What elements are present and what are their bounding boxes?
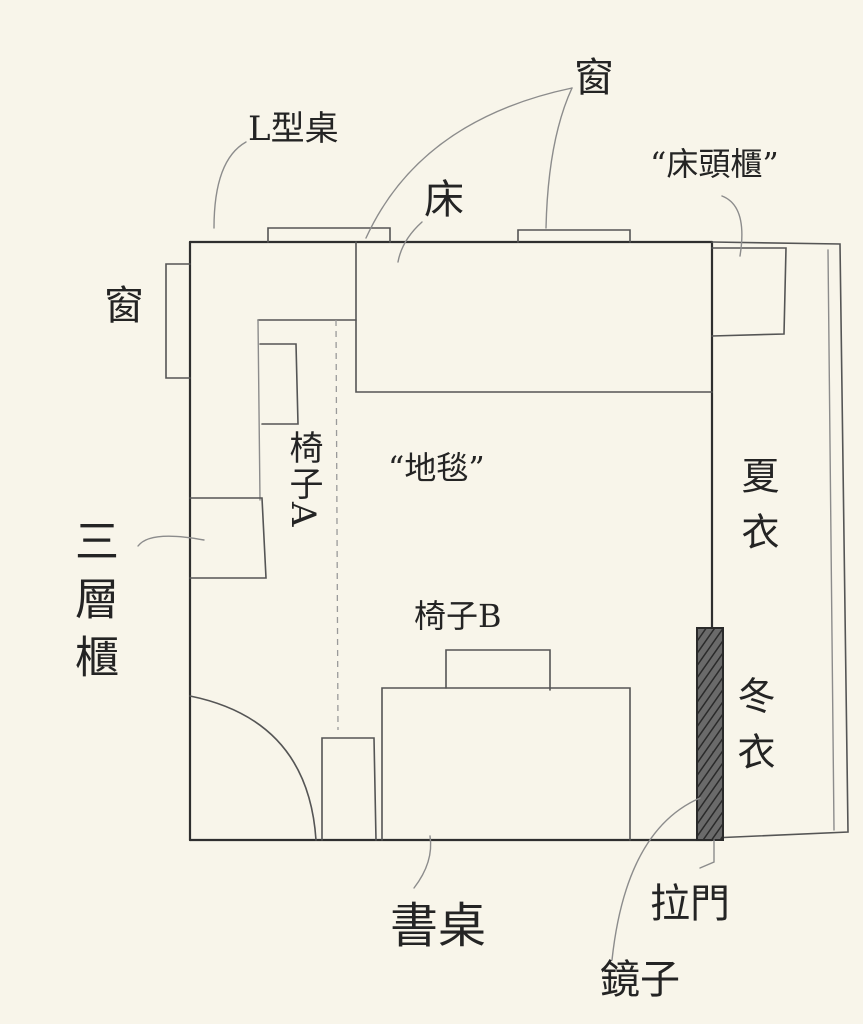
mirror-panel [696,627,724,841]
label-l-desk: L型桌 [248,109,339,149]
bed-outline [355,241,713,393]
label-summer-clothes: 夏衣 [735,456,779,568]
label-nightstand: “床頭櫃” [650,145,779,183]
label-sliding-door: 拉門 [650,881,730,927]
label-three-tier-cabinet: 三層櫃 [67,518,118,692]
label-chair-b: 椅子B [414,597,502,635]
leader-sliding-door [699,839,715,869]
l-desk-left-edge [257,319,261,501]
window-top-left [267,227,391,243]
leader-mirror [611,797,701,961]
leader-window-2 [545,87,573,229]
wardrobe-inner-line [827,249,835,831]
leader-bed [397,221,423,263]
nightstand-outline [711,247,787,337]
wardrobe-outline [711,241,849,839]
chair-a-outline [259,343,299,425]
label-window-top: 窗 [574,55,614,101]
window-left [165,263,191,379]
label-bed: 床 [424,177,464,223]
leader-window-1 [365,87,573,239]
leader-nightstand [721,195,743,257]
room-walls [188,240,714,842]
label-rug: “地毯” [388,449,485,487]
desk-outline [381,687,631,841]
label-window-left: 窗 [104,283,144,329]
leader-l-desk [213,141,247,229]
leader-desk [413,835,432,889]
leader-cabinet [137,535,205,547]
three-tier-cabinet-outline [189,497,267,579]
label-desk: 書桌 [390,898,487,954]
chair-b-outline [445,649,551,691]
small-cabinet-outline [321,737,377,841]
label-chair-a: 椅子A [283,430,323,529]
label-winter-clothes: 冬衣 [731,676,775,788]
label-mirror: 鏡子 [600,957,680,1003]
door-swing-arc [189,695,317,841]
l-desk-dashed-edge [335,319,339,731]
window-top-right [517,229,631,243]
